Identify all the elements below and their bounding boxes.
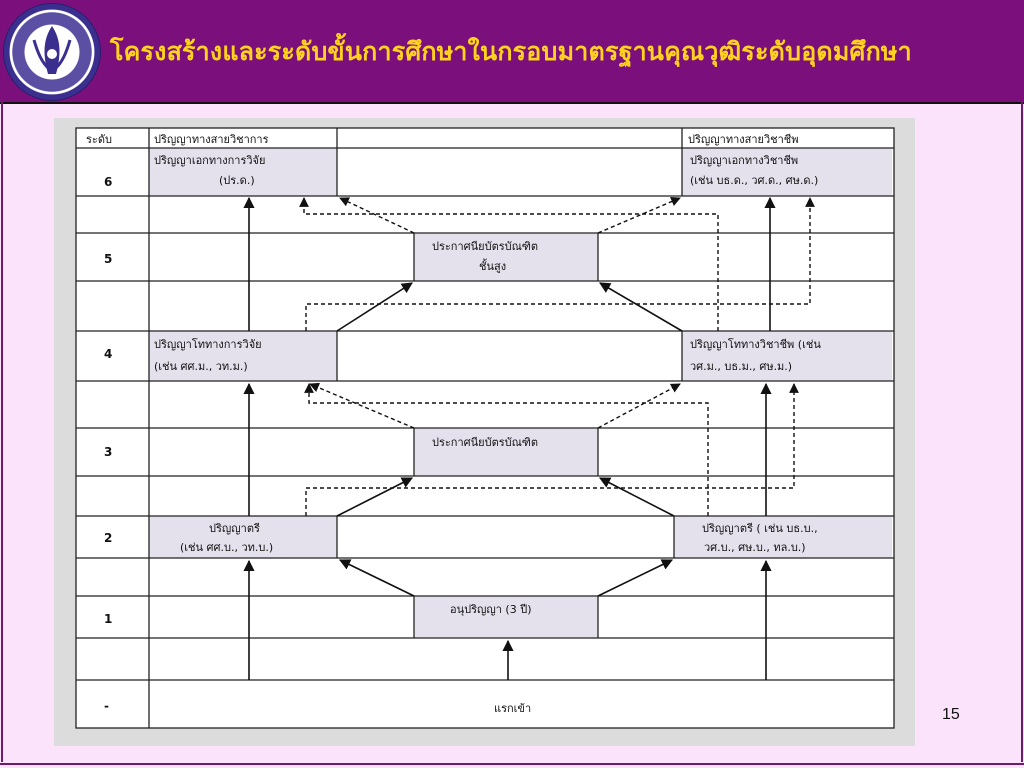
phd-academic-line2: (ปร.ด.)	[219, 174, 255, 187]
level-header: ระดับ	[86, 133, 112, 146]
left-border	[1, 102, 3, 762]
phd-academic-line1: ปริญญาเอกทางการวิจัย	[154, 154, 265, 167]
level-2: 2	[104, 531, 112, 545]
associate-degree-label: อนุปริญญา (3 ปี)	[450, 603, 532, 616]
bachelor-professional-line2: วศ.บ., ศษ.บ., ทล.บ.)	[704, 541, 806, 554]
master-professional-line2: วศ.ม., บธ.ม., ศษ.ม.)	[690, 360, 792, 373]
level-5: 5	[104, 252, 112, 266]
node-shading	[149, 148, 892, 638]
entry-label: แรกเข้า	[494, 702, 531, 715]
academic-column-header: ปริญญาทางสายวิชาการ	[154, 133, 269, 146]
diagram-scan-frame: ระดับ ปริญญาทางสายวิชาการ ปริญญาทางสายวิ…	[54, 118, 915, 746]
solid-arrows	[243, 196, 776, 680]
qualification-structure-diagram: ระดับ ปริญญาทางสายวิชาการ ปริญญาทางสายวิ…	[75, 127, 895, 729]
level-entry: -	[104, 699, 109, 713]
bottom-border	[0, 763, 1024, 765]
slide-title: โครงสร้างและระดับขั้นการศึกษาในกรอบมาตรฐ…	[110, 37, 912, 66]
professional-column-header: ปริญญาทางสายวิชาชีพ	[688, 133, 798, 146]
bachelor-professional-line1: ปริญญาตรี ( เช่น บธ.บ.,	[702, 522, 818, 535]
level-numbers: 6 5 4 3 2 1 -	[104, 175, 112, 713]
dashed-arrows	[299, 196, 815, 516]
grad-diploma-label: ประกาศนียบัตรบัณฑิต	[432, 436, 538, 449]
grid-lines	[75, 127, 895, 729]
level-1: 1	[104, 612, 112, 626]
level-4: 4	[104, 347, 112, 361]
bachelor-academic-line1: ปริญญาตรี	[209, 522, 260, 535]
master-professional-line1: ปริญญาโททางวิชาชีพ (เช่น	[690, 337, 821, 351]
bachelor-academic-line2: (เช่น ศศ.บ., วท.บ.)	[180, 541, 273, 554]
university-seal-icon	[3, 3, 101, 101]
page-number: 15	[942, 706, 960, 723]
right-border	[1021, 102, 1023, 762]
higher-grad-diploma-line2: ชั้นสูง	[479, 258, 506, 273]
level-3: 3	[104, 445, 112, 459]
level-6: 6	[104, 175, 112, 189]
master-academic-line1: ปริญญาโททางการวิจัย	[154, 337, 262, 351]
slide-header: โครงสร้างและระดับขั้นการศึกษาในกรอบมาตรฐ…	[0, 0, 1024, 104]
higher-grad-diploma-line1: ประกาศนียบัตรบัณฑิต	[432, 240, 538, 253]
phd-professional-line1: ปริญญาเอกทางวิชาชีพ	[690, 154, 798, 167]
node-labels: ปริญญาเอกทางการวิจัย (ปร.ด.) ปริญญาเอกทา…	[154, 154, 821, 715]
phd-professional-line2: (เช่น บธ.ด., วศ.ด., ศษ.ด.)	[690, 174, 818, 187]
master-academic-line2: (เช่น ศศ.ม., วท.ม.)	[154, 360, 248, 373]
